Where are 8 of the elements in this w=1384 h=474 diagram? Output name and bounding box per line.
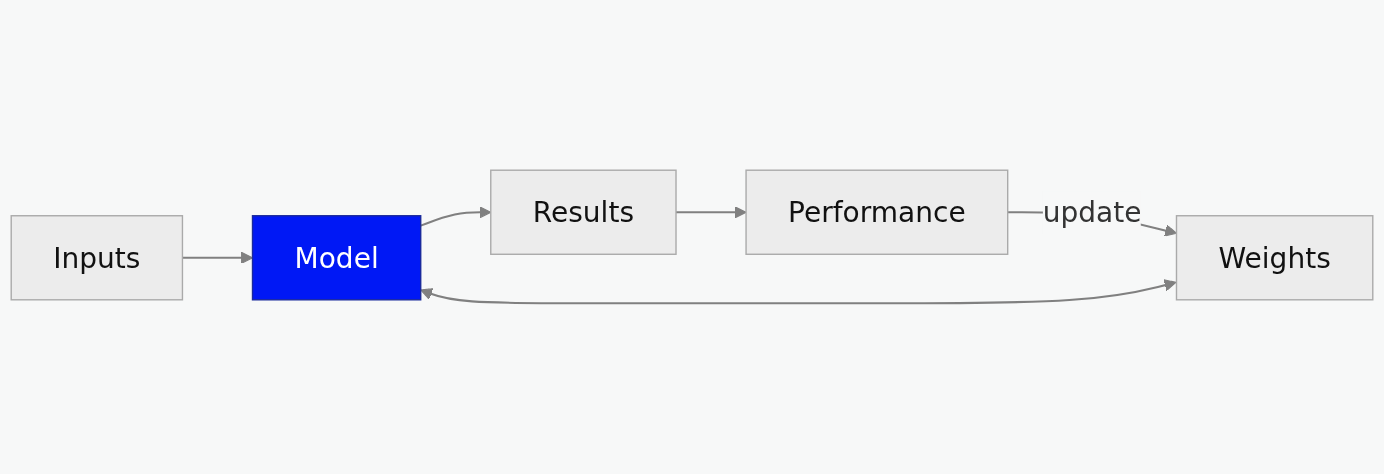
node-box: Model (251, 215, 422, 301)
node-box: Performance (745, 169, 1009, 256)
node-box: Inputs (10, 215, 184, 301)
arrow (420, 279, 1177, 305)
edge-label: update (1042, 195, 1142, 230)
node-box: Results (490, 169, 677, 256)
arrow (676, 206, 747, 219)
node-box: Weights (1175, 215, 1374, 301)
